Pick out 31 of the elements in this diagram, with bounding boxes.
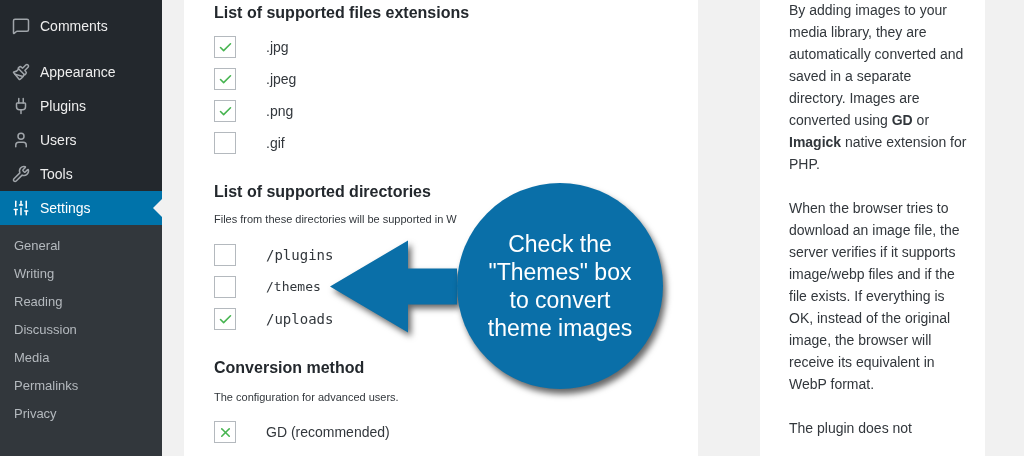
info-paragraph: By adding images to your media library, they are automatically converted and saved in a separate directory. Images are converted using GD or Imagick native extension for PHP. — [789, 1, 968, 174]
checkbox-label: /plugins — [266, 246, 334, 265]
checkbox-label: /uploads — [266, 310, 334, 329]
submenu-link: Privacy — [14, 406, 57, 422]
description-text: The configuration for advanced users. — [214, 390, 399, 405]
callout-arrow — [330, 240, 457, 333]
menu-item: Plugins — [0, 89, 162, 123]
menu-item: Comments — [0, 9, 162, 43]
section-heading: Conversion method — [214, 358, 365, 378]
callout-text: Check the "Themes" box to convert theme images — [486, 230, 634, 342]
info-paragraph: The plugin does not — [789, 419, 913, 438]
description-text: Files from these directories will be supported in W — [214, 212, 458, 227]
checkbox-label: .jpeg — [266, 70, 297, 89]
section-heading: List of supported directories — [214, 182, 431, 202]
menu-item: Tools — [0, 157, 162, 191]
info-paragraph: When the browser tries to download an image file, the server verifies if it supports image/webp files and if the file exists. If everything is OK, instead of the original image, the browser will receive its equivalent in WebP format. — [789, 199, 961, 394]
submenu-link: General — [14, 238, 61, 254]
checkbox-label: .gif — [266, 134, 285, 153]
submenu-link: Media — [14, 350, 50, 366]
section-heading: List of supported files extensions — [214, 3, 470, 23]
checkbox-label: /themes — [266, 276, 330, 298]
submenu-link: Discussion — [14, 322, 77, 338]
checkbox-label: .png — [266, 102, 294, 121]
submenu-link: Permalinks — [14, 378, 79, 394]
checkbox-label: GD (recommended) — [266, 423, 390, 442]
menu-item: Users — [0, 123, 162, 157]
menu-item: Appearance — [0, 55, 162, 89]
active-menu-item: Settings — [0, 191, 162, 225]
submenu-link: Writing — [14, 266, 55, 282]
submenu-link: Reading — [14, 294, 63, 310]
checkbox-label: .jpg — [266, 38, 289, 57]
